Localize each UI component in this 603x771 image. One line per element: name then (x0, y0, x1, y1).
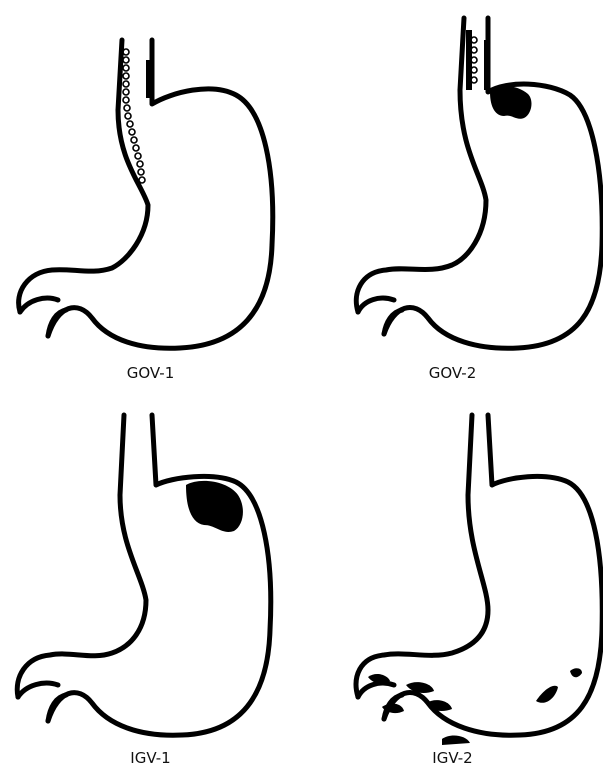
stomach-diagram-gov-2 (302, 0, 603, 360)
panel-gov-1: GOV-1 (0, 0, 301, 385)
gastroesophageal-varices (466, 30, 531, 119)
stomach-diagram-igv-1 (0, 385, 301, 745)
panel-label: IGV-2 (302, 749, 603, 767)
panel-label: GOV-2 (302, 364, 603, 382)
panel-label: GOV-1 (0, 364, 301, 382)
panel-gov-2: GOV-2 (302, 0, 603, 385)
stomach-diagram-gov-1 (0, 0, 301, 360)
panel-igv-2: IGV-2 (302, 385, 603, 770)
panel-label: IGV-1 (0, 749, 301, 767)
panel-igv-1: IGV-1 (0, 385, 301, 770)
stomach-outer-wall (17, 415, 271, 735)
stomach-diagram-igv-2 (302, 385, 603, 745)
fundal-varix (186, 481, 243, 532)
fundal-varix (490, 86, 531, 119)
